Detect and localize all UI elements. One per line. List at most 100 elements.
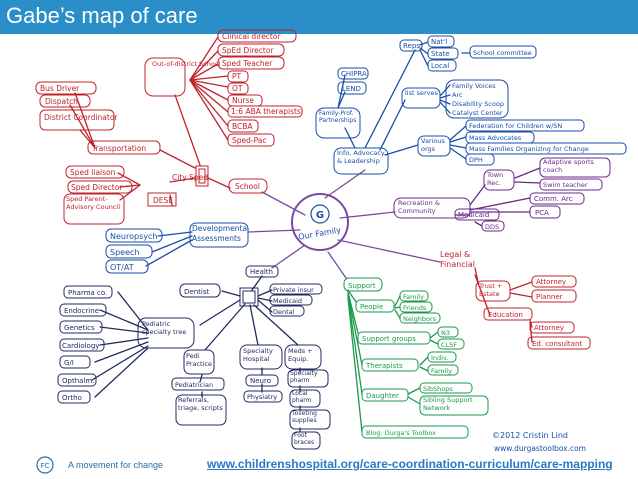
family-voices: Family Voices xyxy=(452,82,496,90)
trust-attorney: Attorney xyxy=(536,278,566,286)
referrals-triage: Referrals, triage, scripts xyxy=(178,396,223,412)
disability-scoop: Disability Scoop xyxy=(452,100,504,108)
dese-node: DESE xyxy=(153,196,173,205)
specialty-cardiology: Cardiology xyxy=(62,342,99,350)
footer-tagline: A movement for change xyxy=(68,460,164,470)
credit-line1: ©2012 Cristin Lind xyxy=(492,431,568,440)
arc: Arc xyxy=(452,91,463,99)
pediatrician: Pediatrician xyxy=(175,381,213,389)
specialty-genetics: Genetics xyxy=(64,324,95,332)
dds: DDS xyxy=(485,223,499,231)
out-of-district-node: Out-of-district School xyxy=(152,60,221,68)
sped-teacher: Sped Teacher xyxy=(222,59,273,68)
catalyst-center: Catalyst Center xyxy=(452,109,503,117)
blog-durgas-toolbox: Blog: Durga's Toolbox xyxy=(366,429,436,437)
reps-state: State xyxy=(431,50,450,58)
speech: Speech xyxy=(110,248,139,257)
support-node: Support xyxy=(348,282,376,290)
list-serves: list serves xyxy=(405,89,438,97)
sped-pac: Sped-Pac xyxy=(232,136,267,145)
pca: PCA xyxy=(535,209,549,217)
chipra: CHIPRA xyxy=(341,70,367,78)
reps-node: Reps xyxy=(403,42,420,50)
mass-advocates: Mass Advocates xyxy=(469,134,522,142)
dispatch: Dispatch xyxy=(45,97,78,106)
family-prof-partnerships: Family-Prof. Partnerships xyxy=(319,110,357,124)
comm-arc: Comm. Arc xyxy=(534,195,573,203)
district-coordinator: District Coordinator xyxy=(44,113,118,122)
city-sped-node: City Sped xyxy=(172,173,208,182)
medicaid-rec: Medicaid xyxy=(458,211,489,219)
foot-braces: Foot braces xyxy=(294,432,315,446)
footer-bar xyxy=(0,453,638,479)
meds-equip: Meds + Equip. xyxy=(288,347,313,363)
pediatric-specialty-tree: Pediatric specialty tree xyxy=(142,320,187,336)
people-family: Family xyxy=(403,293,424,301)
sped-liaison: Sped liaison xyxy=(70,168,116,177)
mass-families: Mass Families Organizing for Change xyxy=(469,145,589,153)
ed-consultant: Ed. consultant xyxy=(532,340,582,348)
aba-therapists: 1:6 ABA therapists xyxy=(231,107,301,116)
federation-children: Federation for Children w/SN xyxy=(469,122,562,130)
trust-planner: Planner xyxy=(536,293,563,301)
therapist-indiv: Indiv. xyxy=(431,354,448,362)
fc-logo-icon: FC xyxy=(36,456,54,474)
recreation-node: Recreation & Community xyxy=(398,199,440,215)
clinical-director: Clinical director xyxy=(222,32,281,41)
medicaid-health: Medicaid xyxy=(273,297,302,305)
sibling-support-network: Sibling Support Network xyxy=(423,396,473,412)
reps-national: Nat'l xyxy=(431,38,447,46)
adaptive-sports: Adaptive sports coach xyxy=(543,158,594,174)
footer-url-link[interactable]: www.childrenshospital.org/care-coordinat… xyxy=(207,457,613,471)
toileting-supplies: Toileting supplies xyxy=(292,410,317,424)
dental-insurance: Dental xyxy=(273,308,295,316)
center-label: Our Family xyxy=(298,225,342,241)
people-friends: Friends xyxy=(403,304,427,312)
neuropsych: Neuropsych xyxy=(110,232,157,241)
specialty-gi: G/I xyxy=(64,359,74,367)
credit-line2: www.durgastoolbox.com xyxy=(494,444,586,453)
legal-financial-node: Legal & Financial xyxy=(440,250,476,269)
school-committee: School committee xyxy=(473,49,532,57)
center-node xyxy=(291,193,349,251)
reps-local: Local xyxy=(431,62,449,70)
town-rec: Town Rec. xyxy=(487,171,504,187)
education-legal: Education xyxy=(488,311,523,319)
people: People xyxy=(360,303,383,311)
bcba-node: BCBA xyxy=(232,122,253,131)
specialty-opthalm: Opthalm. xyxy=(62,377,94,385)
sped-parent-advisory: Sped Parent-Advisory Council xyxy=(66,195,120,211)
ot-at: OT/AT xyxy=(110,263,134,272)
edu-attorney: Attorney xyxy=(534,324,564,332)
bus-driver: Bus Driver xyxy=(40,84,80,93)
various-orgs: Various orgs xyxy=(421,137,445,153)
developmental-node: Developmental Assessments xyxy=(192,224,248,243)
people-neighbors: Neighbors xyxy=(403,315,437,323)
neuro: Neuro xyxy=(250,377,271,385)
logo-label: FC xyxy=(40,463,49,470)
ot-node: OT xyxy=(232,84,243,93)
pedi-practice: Pedi Practice xyxy=(186,352,212,368)
specialty-endocrine: Endocrine xyxy=(64,307,99,315)
private-insurance: Private insur xyxy=(273,286,314,294)
therapists: Therapists xyxy=(365,362,403,370)
support-groups: Support groups xyxy=(362,335,416,343)
pt-node: PT xyxy=(232,72,242,81)
school-node: School xyxy=(235,182,260,191)
lend: LEND xyxy=(342,85,361,93)
slide-title: Gabe’s map of care xyxy=(6,3,198,28)
daughter: Daughter xyxy=(366,392,399,400)
nurse-node: Nurse xyxy=(232,96,254,105)
sibshops: SibShops xyxy=(423,385,453,393)
info-advocacy-node: Info, Advocacy & Leadership xyxy=(337,149,385,165)
health-node: Health xyxy=(250,268,273,276)
sped-director: SpEd Director xyxy=(222,46,274,55)
center-initial-circle xyxy=(310,204,330,224)
transportation-node: Transportation xyxy=(91,144,146,153)
specialty-ortho: Ortho xyxy=(62,394,82,402)
group-clsf: CLSF xyxy=(441,341,457,349)
trust-estate: Trust + Estate xyxy=(479,282,503,298)
specialty-pharma: Pharma co. xyxy=(68,289,107,297)
